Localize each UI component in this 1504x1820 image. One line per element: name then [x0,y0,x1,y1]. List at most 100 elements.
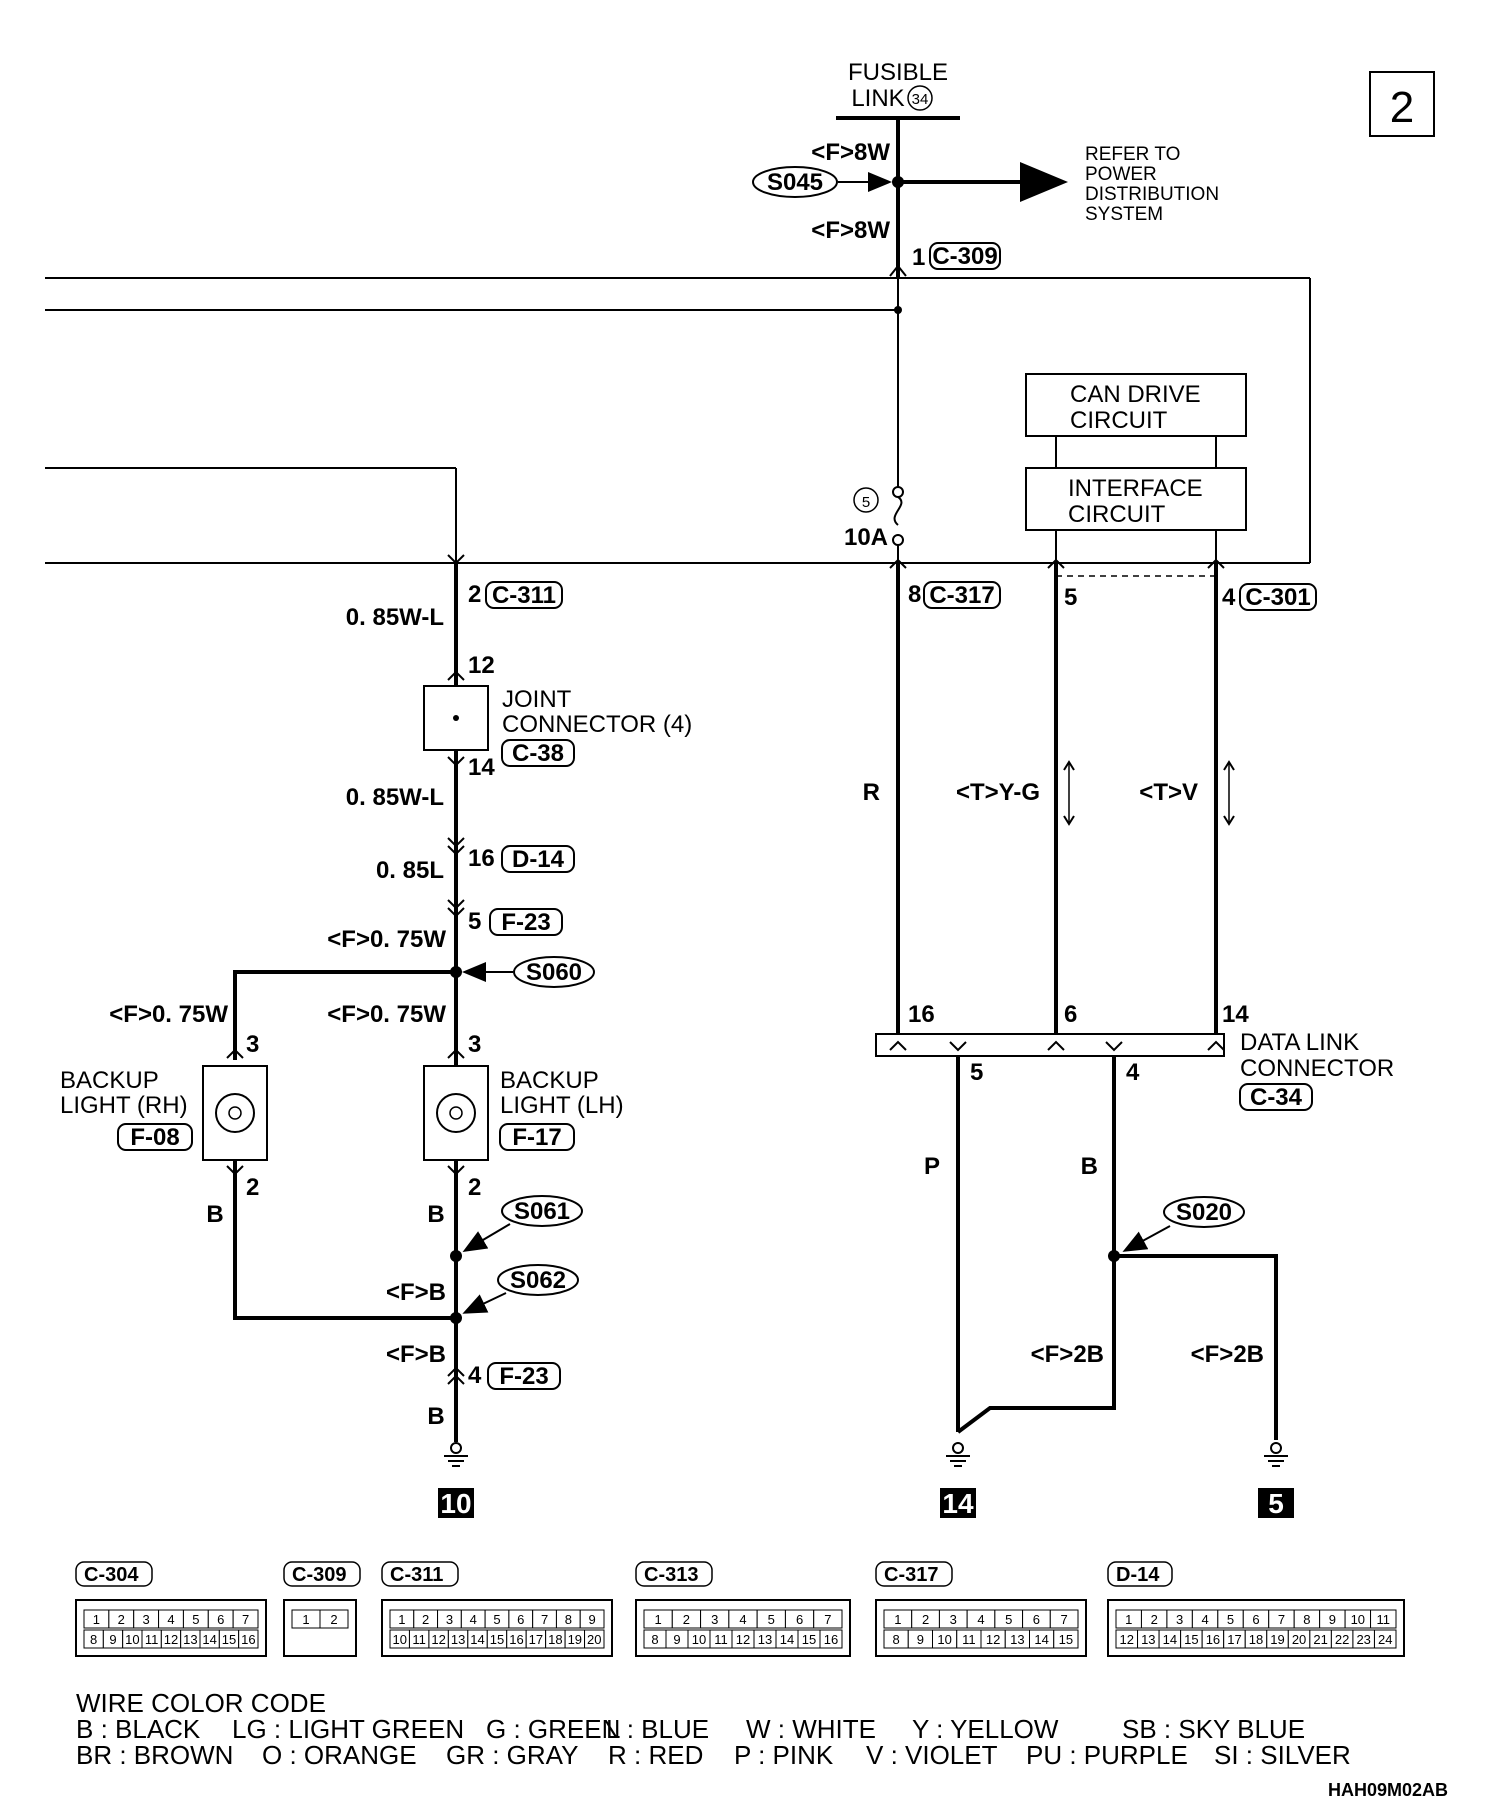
connector-pin: 2 [118,1612,125,1627]
ground-10-terminal [450,1442,462,1454]
connector-c311: C-311 [492,582,556,609]
backup-light-lh-filament-icon [449,1106,463,1120]
connector-pin: 16 [509,1632,523,1647]
connector-c317-tag [923,581,1001,609]
connector-c309: C-309 [932,243,997,270]
pin-f23b: 4 [468,1362,482,1389]
wire-to-backup-rh [233,970,456,1060]
ground-5-box [1258,1488,1294,1518]
fuse-rating: 10A [844,524,888,551]
wire-label-085wl-1: 0. 85W-L [346,604,444,631]
connector-f17: F-17 [512,1124,561,1151]
backup-lh-line2: LIGHT (LH) [500,1092,624,1119]
color-code-entry: GR : GRAY [446,1740,578,1770]
ground-5-label: 5 [1268,1488,1284,1519]
backup-light-lh-bulb-icon [436,1093,476,1133]
connector-f23a-tag [489,908,563,936]
connector-pin: 3 [446,1612,453,1627]
connector-pin: 8 [651,1632,658,1647]
wire-label-f8w-bottom: <F>8W [811,217,890,244]
connector-f23b-symbol [447,1366,465,1385]
connector-pin: 11 [412,1632,426,1647]
fuse-element [893,496,903,526]
pin-lh3: 3 [468,1031,481,1058]
ground-14-terminal [952,1442,964,1454]
connector-pin: 3 [950,1612,957,1627]
pin-c317: 8 [908,581,921,608]
fusible-link-number-circle [907,85,933,111]
connector-view-id: C-313 [644,1564,698,1586]
pin-c301-5: 5 [1064,584,1077,611]
refer-to-line3: DISTRIBUTION [1085,184,1219,205]
connector-pin: 23 [1356,1632,1370,1647]
connector-pin: 12 [986,1632,1000,1647]
connector-c38-tag [501,739,575,767]
wire-label-f075-left: <F>0. 75W [109,1001,228,1028]
refer-to-line1: REFER TO [1085,144,1180,165]
connector-pin: 4 [739,1612,746,1627]
wire-label-b-left: B [206,1201,223,1228]
connector-pin: 8 [565,1612,572,1627]
connector-pin: 16 [824,1632,838,1647]
connector-c311-tag [485,581,563,609]
wire-label-fb-1: <F>B [386,1279,446,1306]
dlc-line1: DATA LINK [1240,1029,1359,1056]
connector-pin: 9 [917,1632,924,1647]
wire-to-ground-5 [1114,1254,1278,1440]
joint-dot [453,715,459,721]
connector-d14: D-14 [512,846,565,873]
connector-pin: 3 [1176,1612,1183,1627]
connector-pin: 20 [1292,1632,1306,1647]
connector-c38: C-38 [512,740,564,767]
connector-pin: 15 [222,1632,236,1647]
page-number: 2 [1390,83,1414,132]
connector-pin: 7 [1061,1612,1068,1627]
connector-pin: 13 [1010,1632,1024,1647]
connector-pin: 7 [541,1612,548,1627]
joint-line1: JOINT [502,686,572,713]
connector-pin: 4 [977,1612,984,1627]
connector-pin: 6 [796,1612,803,1627]
s020-pointer [1122,1225,1171,1252]
interface-circuit [1025,467,1247,531]
color-code-entry: SB : SKY BLUE [1122,1714,1305,1744]
wire-label-fb-2: <F>B [386,1341,446,1368]
refer-to-line4: SYSTEM [1085,204,1163,225]
pin-joint-out: 14 [468,754,495,781]
color-code-entry: R : RED [608,1740,703,1770]
color-code-entry: W : WHITE [746,1714,876,1744]
connector-pin: 19 [568,1632,582,1647]
connector-pin: 21 [1313,1632,1327,1647]
connector-pin: 8 [893,1632,900,1647]
pin-joint-in: 12 [468,652,495,679]
splice-s062 [497,1264,579,1296]
connector-f08: F-08 [130,1124,179,1151]
connector-pin: 14 [470,1632,484,1647]
wire-label-f075-center: <F>0. 75W [327,926,446,953]
connector-pin: 9 [109,1632,116,1647]
connector-c317-symbol [889,558,907,569]
color-code-entry: LG : LIGHT GREEN [232,1714,464,1744]
splice-s060-label: S060 [526,959,582,986]
wire-label-tyg: <T>Y-G [956,779,1040,806]
can-drive-line1: CAN DRIVE [1070,381,1201,408]
connector-c301-symbol-4 [1207,558,1225,569]
connector-c34: C-34 [1250,1084,1303,1111]
connector-pin: 9 [588,1612,595,1627]
splice-s045-label: S045 [767,169,823,196]
connector-pin: 19 [1270,1632,1284,1647]
connector-pin: 18 [1249,1632,1263,1647]
joint-in-symbol [447,670,465,681]
connector-pin: 18 [548,1632,562,1647]
connector-view-id: C-309 [292,1564,346,1586]
pin-dlc4: 4 [1126,1059,1140,1086]
color-code-entry: P : PINK [734,1740,834,1770]
joint-line2: CONNECTOR (4) [502,711,692,738]
connector-pin: 5 [1227,1612,1234,1627]
color-code-entry: O : ORANGE [262,1740,417,1770]
connector-pin: 14 [202,1632,216,1647]
interface-line2: CIRCUIT [1068,501,1166,528]
connector-pin: 16 [1206,1632,1220,1647]
